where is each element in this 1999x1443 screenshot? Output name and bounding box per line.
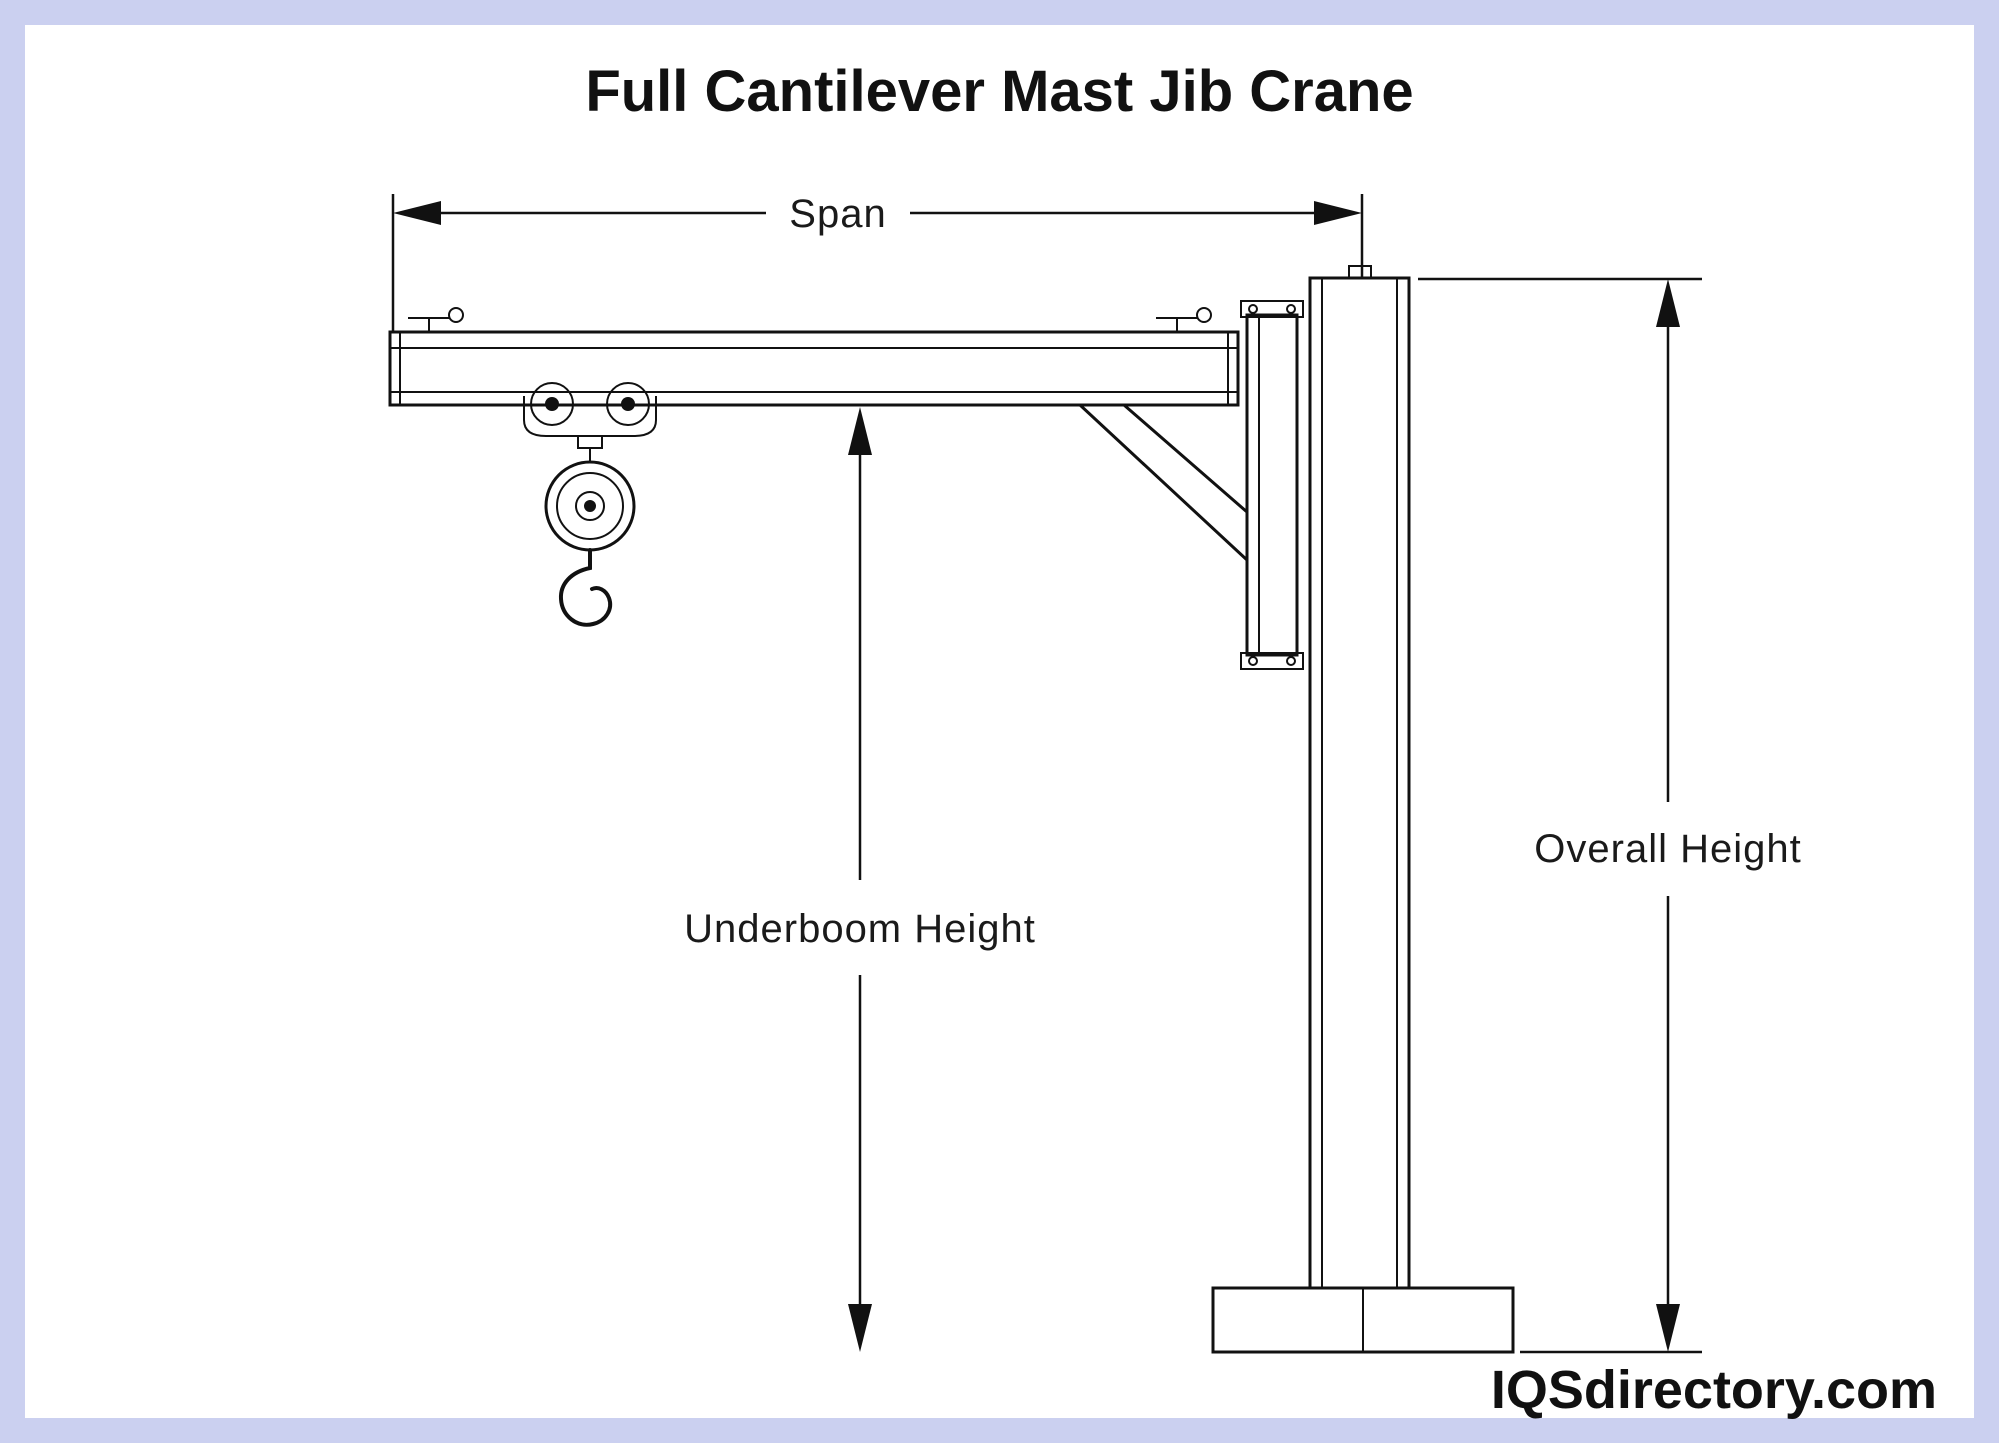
base-plate	[1211, 1286, 1515, 1354]
bracket-bolt-icon	[1286, 304, 1296, 314]
overall-label: Overall Height	[1534, 827, 1801, 871]
hoist-drum-middle	[556, 472, 624, 540]
bracket-top-hinge	[1240, 300, 1304, 318]
hook-icon	[558, 548, 613, 627]
boom	[388, 307, 1240, 407]
watermark: IQSdirectory.com	[1490, 1360, 1937, 1420]
bracket-bolt-icon	[1248, 656, 1258, 666]
stop-ring-icon	[448, 307, 464, 323]
trolley-wheel-left	[530, 382, 574, 426]
hoist-drum-inner	[575, 491, 605, 521]
span-arrow-right-icon	[1314, 201, 1362, 225]
span-label: Span	[789, 192, 886, 236]
bracket-bottom-hinge	[1240, 652, 1304, 670]
bracket-bolt-icon	[1248, 304, 1258, 314]
trolley-crosshead	[577, 435, 603, 449]
mast	[1308, 265, 1411, 1290]
trolley-wheel-left-hub	[545, 397, 559, 411]
trolley-wheel-right	[606, 382, 650, 426]
span-arrow-left-icon	[393, 201, 441, 225]
overall-dimension: Overall Height	[1418, 277, 1801, 1354]
brace-lower-edge	[1078, 403, 1249, 562]
brace-upper-edge	[1123, 403, 1248, 514]
diagonal-brace	[1078, 403, 1249, 562]
span-dimension: Span	[391, 192, 1364, 332]
underboom-label: Underboom Height	[684, 907, 1036, 951]
diagram-title: Full Cantilever Mast Jib Crane	[585, 59, 1414, 124]
trolley-hoist	[523, 382, 657, 627]
trolley-wheel-right-hub	[621, 397, 635, 411]
trolley-stop-left	[408, 307, 464, 332]
bracket-bolt-icon	[1286, 656, 1296, 666]
overall-arrow-up-icon	[1656, 279, 1680, 327]
overall-arrow-down-icon	[1656, 1304, 1680, 1352]
underboom-dimension: Underboom Height	[684, 407, 1036, 1352]
diagram-canvas	[25, 25, 1974, 1418]
underboom-arrow-up-icon	[848, 407, 872, 455]
stop-ring-icon	[1196, 307, 1212, 323]
trolley-stop-right	[1156, 307, 1212, 332]
trolley-side-plate	[523, 396, 657, 437]
underboom-arrow-down-icon	[848, 1304, 872, 1352]
mast-outline	[1308, 276, 1411, 1290]
hoist-drum-hub	[584, 500, 596, 512]
mast-bracket	[1240, 300, 1304, 670]
bracket-plate	[1245, 313, 1299, 657]
boom-outline	[388, 330, 1240, 407]
mast-top-lug	[1348, 265, 1372, 279]
